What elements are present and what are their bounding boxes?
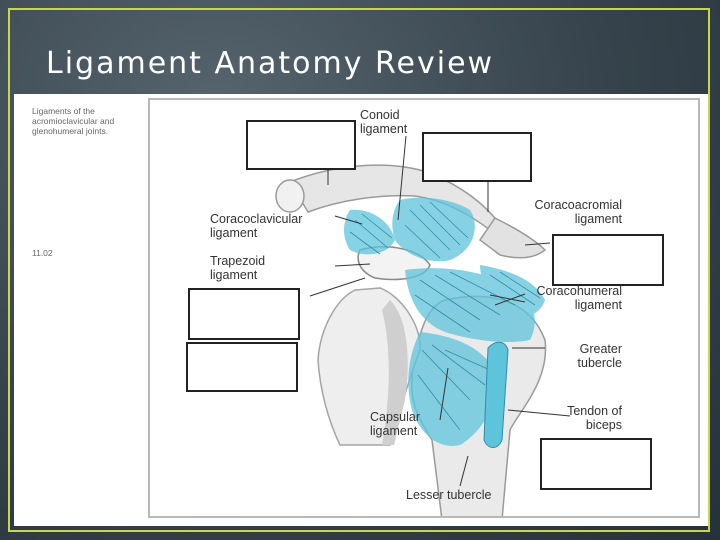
- label-conoid-line1: Conoid: [360, 108, 400, 122]
- slide-title: Ligament Anatomy Review: [46, 46, 495, 81]
- label-conoid-line2: ligament: [360, 122, 408, 136]
- label-tendon-biceps: Tendon of biceps: [542, 404, 622, 432]
- answer-box-1[interactable]: [246, 120, 356, 170]
- ligament-striations: [349, 201, 541, 431]
- label-capsular: Capsular ligament: [370, 410, 420, 438]
- label-tendon-biceps-line2: biceps: [585, 418, 622, 432]
- label-coracoclavicular-line2: ligament: [210, 226, 258, 240]
- figure-number: 11.02: [32, 248, 53, 258]
- label-coracoclavicular: Coracoclavicular ligament: [210, 212, 302, 240]
- label-trapezoid: Trapezoid ligament: [210, 254, 265, 282]
- answer-box-5[interactable]: [186, 342, 298, 392]
- ligament-fibers: [344, 197, 545, 446]
- answer-box-3[interactable]: [552, 234, 664, 286]
- label-lesser-tubercle: Lesser tubercle: [406, 488, 492, 502]
- label-coracoacromial-line2: ligament: [574, 212, 622, 226]
- label-coracoacromial: Coracoacromial ligament: [514, 198, 622, 226]
- label-tendon-biceps-line1: Tendon of: [567, 404, 622, 418]
- acromion-bone: [478, 217, 547, 259]
- label-trapezoid-line2: ligament: [210, 268, 258, 282]
- label-capsular-line2: ligament: [370, 424, 418, 438]
- answer-box-2[interactable]: [422, 132, 532, 182]
- label-trapezoid-line1: Trapezoid: [210, 254, 266, 268]
- answer-box-4[interactable]: [188, 288, 300, 340]
- answer-box-6[interactable]: [540, 438, 652, 490]
- label-capsular-line1: Capsular: [370, 410, 421, 424]
- slide-frame: [8, 8, 710, 532]
- label-coracohumeral: Coracohumeral ligament: [514, 284, 622, 312]
- anatomy-figure: Conoid ligament Coracoclavicular ligamen…: [148, 98, 700, 518]
- label-greater-tubercle-line2: tubercle: [577, 356, 622, 370]
- label-coracoacromial-line1: Coracoacromial: [534, 198, 622, 212]
- figure-caption: Ligaments of the acromioclavicular and g…: [32, 106, 115, 136]
- glenoid-shadow: [382, 300, 408, 445]
- label-coracohumeral-line2: ligament: [574, 298, 622, 312]
- clavicle-end: [275, 179, 305, 213]
- label-coracohumeral-line1: Coracohumeral: [536, 284, 622, 298]
- content-panel: Ligaments of the acromioclavicular and g…: [14, 94, 708, 526]
- label-greater-tubercle-line1: Greater: [579, 342, 622, 356]
- label-greater-tubercle: Greater tubercle: [550, 342, 622, 370]
- shoulder-illustration: [248, 135, 571, 516]
- biceps-tendon: [483, 341, 509, 448]
- label-coracoclavicular-line1: Coracoclavicular: [210, 212, 303, 226]
- label-conoid: Conoid ligament: [360, 108, 407, 136]
